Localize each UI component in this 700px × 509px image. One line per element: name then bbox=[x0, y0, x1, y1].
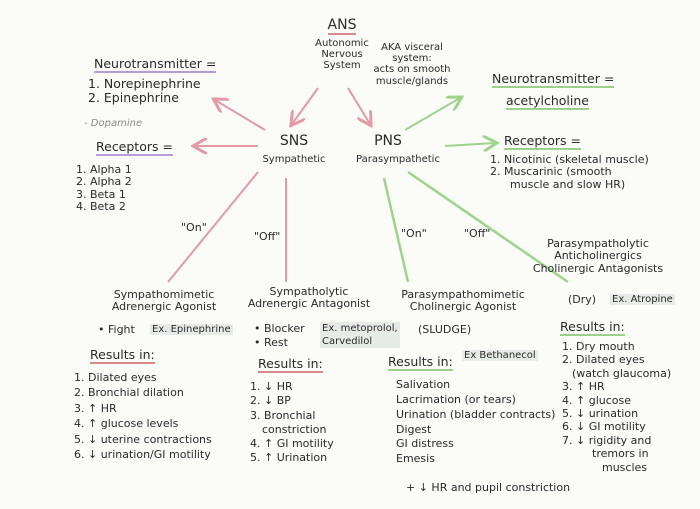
sympatholytic-results-header: Results in: bbox=[258, 356, 323, 373]
line-pns-off bbox=[407, 170, 569, 284]
ans-title: ANS bbox=[327, 17, 357, 35]
line-sns-on bbox=[167, 171, 259, 283]
pns-name: Parasympathetic bbox=[356, 154, 440, 165]
pns-receptors-header: Receptors = bbox=[504, 133, 581, 150]
sympathomimetic-title: Sympathomimetic Adrenergic Agonist bbox=[111, 288, 217, 314]
sns-off-label: "Off" bbox=[254, 230, 281, 243]
pns-receptors-list: 1. Nicotinic (skeletal muscle) 2. Muscar… bbox=[490, 153, 649, 191]
pns-off-label: "Off" bbox=[464, 227, 491, 240]
sympathomimetic-results-list: 1. Dilated eyes 2. Bronchial dilation 3.… bbox=[74, 371, 212, 461]
pns-title: PNS bbox=[374, 133, 402, 149]
sns-receptors-header: Receptors = bbox=[96, 139, 173, 156]
sympathomimetic-results-header: Results in: bbox=[90, 347, 155, 364]
arrow-sns-to-neurotransmitter bbox=[215, 100, 266, 131]
pns-neurotransmitter: acetylcholine bbox=[506, 93, 589, 110]
parasympathomimetic-title: Parasympathomimetic Cholinergic Agonist bbox=[401, 288, 525, 314]
parasympathomimetic-results-header: Results in: bbox=[388, 354, 453, 371]
sns-title: SNS bbox=[279, 133, 309, 149]
arrow-pns-to-neurotransmitter bbox=[404, 98, 460, 131]
sympatholytic-example: Ex. metoprolol, Carvedilol bbox=[320, 322, 400, 348]
line-pns-on bbox=[382, 177, 410, 283]
sns-on-label: "On" bbox=[181, 221, 207, 234]
sns-name: Sympathetic bbox=[262, 154, 326, 165]
sympathomimetic-example: Ex. Epinephrine bbox=[150, 324, 233, 336]
parasympatholytic-title: Parasympatholytic Anticholinergics Choli… bbox=[532, 237, 664, 275]
arrow-pns-to-receptors bbox=[444, 143, 495, 146]
sympatholytic-bullets: • Blocker • Rest bbox=[254, 322, 305, 350]
pns-on-label: "On" bbox=[401, 227, 427, 240]
parasympathomimetic-example: Ex Bethanecol bbox=[462, 350, 538, 362]
arrow-ans-to-sns bbox=[292, 87, 319, 124]
parasympatholytic-example: Ex. Atropine bbox=[610, 294, 675, 306]
dry-label: (Dry) bbox=[568, 293, 597, 306]
parasympatholytic-results-header: Results in: bbox=[560, 319, 625, 336]
sympatholytic-title: Sympatholytic Adrenergic Antagonist bbox=[247, 285, 371, 311]
sludge-label: (SLUDGE) bbox=[418, 323, 472, 336]
parasympathomimetic-results-list: Salivation Lacrimation (or tears) Urinat… bbox=[396, 378, 556, 466]
sympathomimetic-bullet: • Fight bbox=[98, 323, 135, 336]
ans-subtitle: Autonomic Nervous System bbox=[315, 38, 369, 72]
parasympatholytic-results-list: 1. Dry mouth 2. Dilated eyes (watch glau… bbox=[562, 340, 672, 474]
arrow-ans-to-pns bbox=[347, 87, 370, 124]
ans-aka-note: AKA visceral system: acts on smooth musc… bbox=[373, 42, 451, 87]
pns-neurotransmitter-header: Neurotransmitter = bbox=[492, 71, 615, 88]
sns-receptors-list: 1. Alpha 1 2. Alpha 2 3. Beta 1 4. Beta … bbox=[76, 163, 132, 213]
dopamine-note: - Dopamine bbox=[84, 118, 143, 129]
sns-neurotransmitter-list: 1. Norepinephrine 2. Epinephrine bbox=[88, 76, 201, 105]
parasympathomimetic-footer: + ↓ HR and pupil constriction bbox=[406, 481, 571, 494]
sympatholytic-results-list: 1. ↓ HR 2. ↓ BP 3. Bronchial constrictio… bbox=[250, 380, 334, 465]
sns-neurotransmitter-header: Neurotransmitter = bbox=[94, 56, 217, 73]
